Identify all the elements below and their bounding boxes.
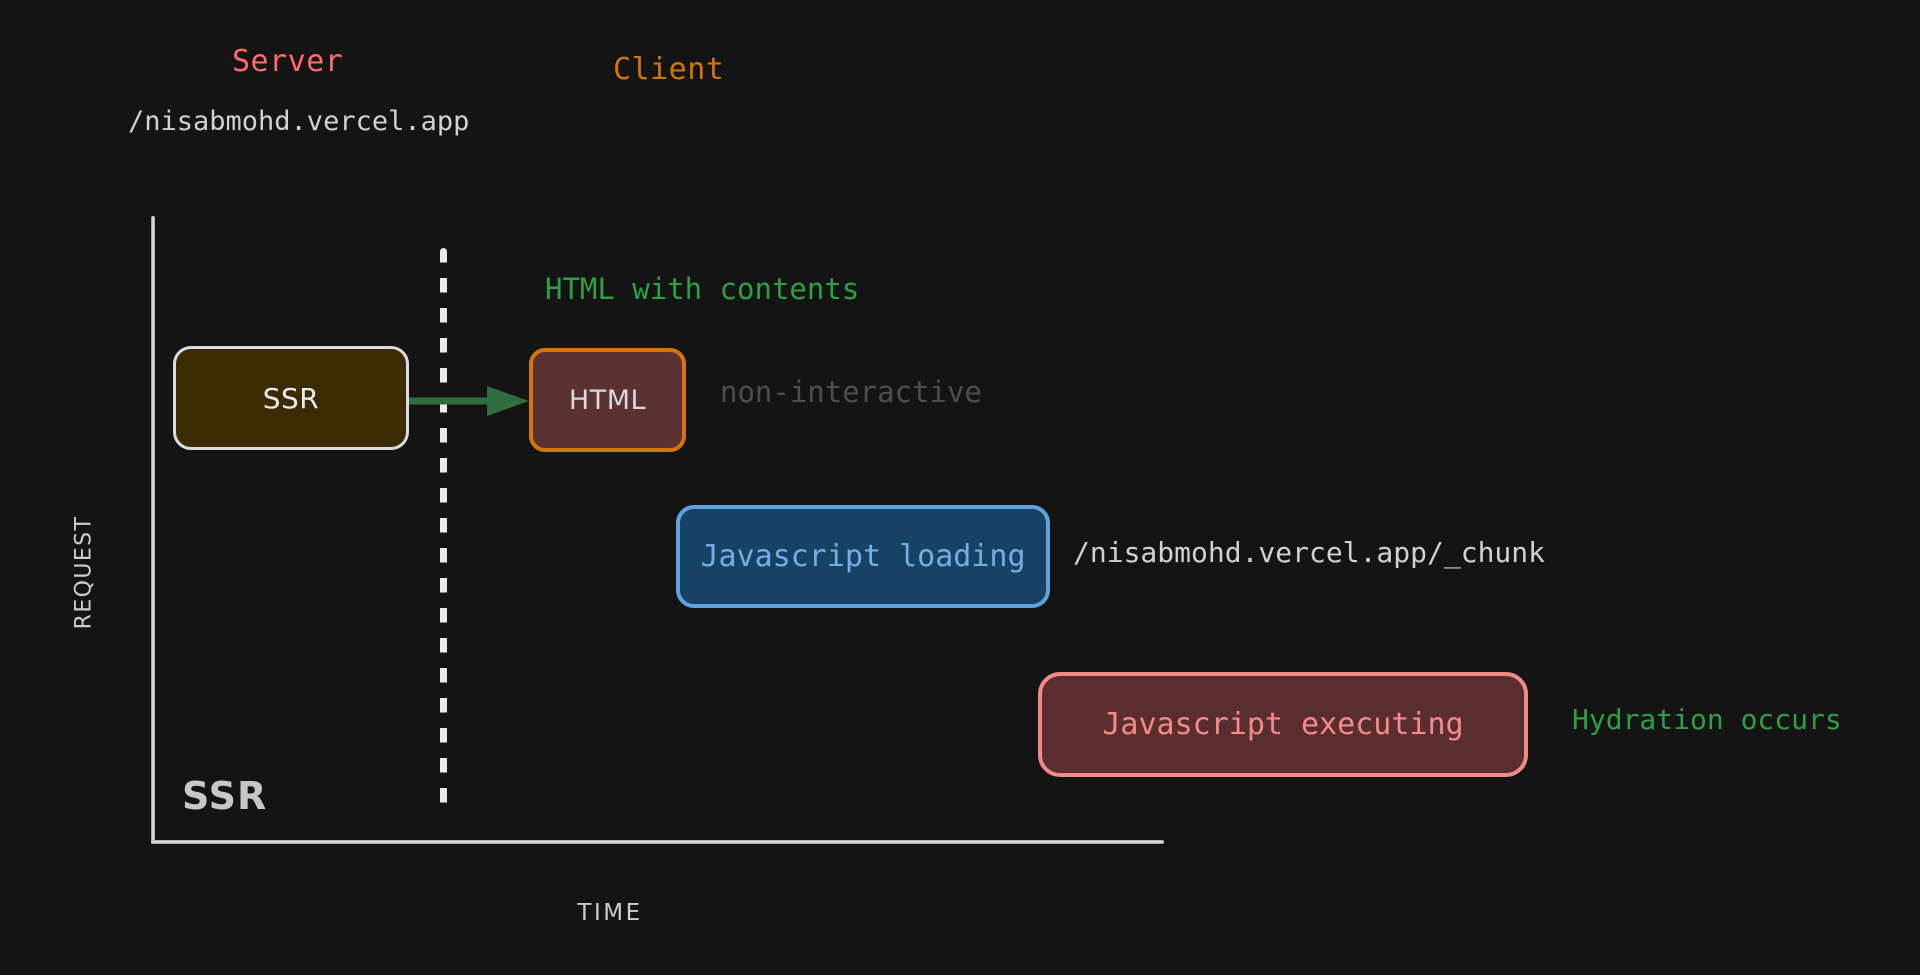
annotation-non-interactive: non-interactive <box>720 375 982 409</box>
phase-box-ssr: SSR <box>173 346 409 450</box>
phase-box-javascript-loading-label: Javascript loading <box>700 539 1026 574</box>
x-axis-line <box>151 840 1164 844</box>
phase-box-html-label: HTML <box>568 384 647 416</box>
phase-box-html: HTML <box>529 348 686 452</box>
phase-box-javascript-executing: Javascript executing <box>1038 672 1528 777</box>
initial-request-url: /nisabmohd.vercel.app <box>128 106 470 137</box>
chunk-request-url: /nisabmohd.vercel.app/_chunk <box>1073 536 1546 569</box>
annotation-hydration-occurs: Hydration occurs <box>1572 703 1842 736</box>
lane-label-server: Server <box>232 44 344 79</box>
y-axis-line <box>151 216 155 844</box>
lane-label-client: Client <box>613 52 725 87</box>
server-client-divider <box>440 248 447 818</box>
x-axis-title: TIME <box>577 900 643 926</box>
phase-box-javascript-executing-label: Javascript executing <box>1102 707 1464 742</box>
phase-box-javascript-loading: Javascript loading <box>676 505 1050 608</box>
phase-box-ssr-label: SSR <box>262 381 320 415</box>
arrow-ssr-to-html-icon <box>409 386 529 416</box>
y-axis-title: REQUEST <box>71 515 97 630</box>
mode-badge-ssr: SSR <box>182 774 268 818</box>
annotation-html-with-contents: HTML with contents <box>545 272 860 306</box>
